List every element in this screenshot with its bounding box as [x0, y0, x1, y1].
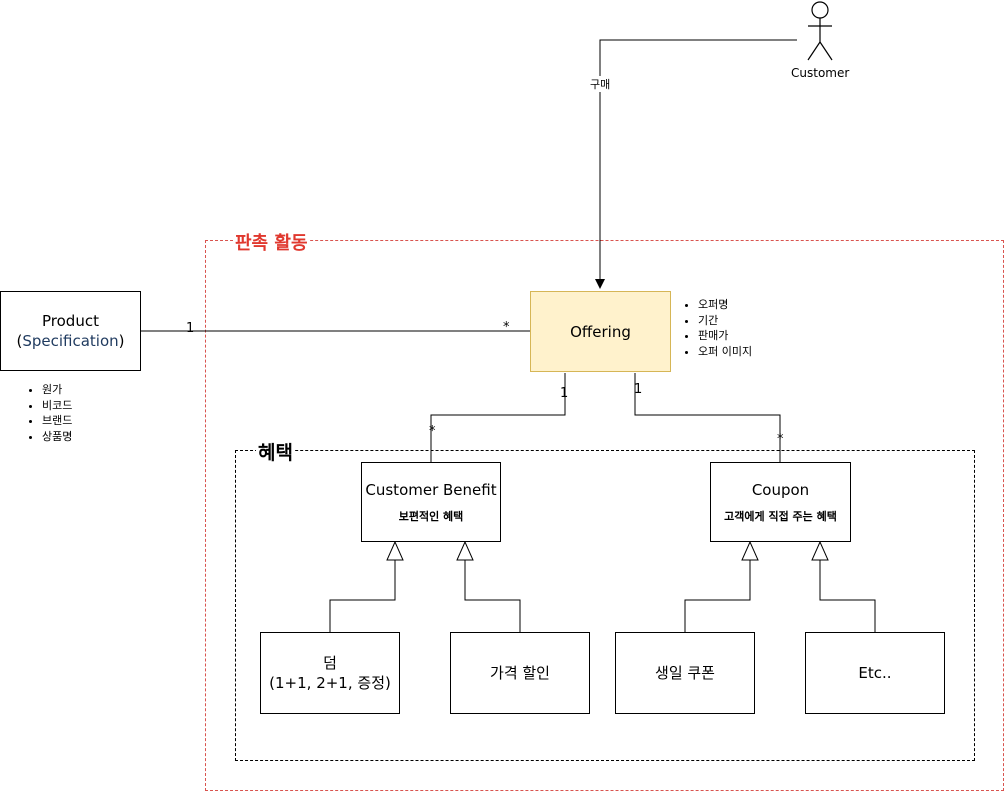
coupon-many-multiplicity: *: [777, 432, 784, 447]
product-side-multiplicity: 1: [186, 321, 195, 336]
coupon-class-box[interactable]: Coupon 고객에게 직접 주는 혜택: [710, 462, 851, 542]
bundle-detail: (1+1, 2+1, 증정): [269, 674, 391, 692]
etc-class-box[interactable]: Etc..: [805, 632, 945, 714]
offering-attribute-item: 판매가: [698, 328, 752, 344]
offering-attribute-item: 오퍼 이미지: [698, 344, 752, 360]
product-spec-line: (Specification): [16, 331, 124, 351]
product-class-box[interactable]: Product (Specification): [0, 291, 141, 371]
birthday-generalization-edge: [684, 560, 751, 632]
offering-attribute-item: 오퍼명: [698, 297, 752, 313]
offering-coupon-edge: [634, 373, 781, 462]
offering-attribute-item: 기간: [698, 313, 752, 329]
birthday-coupon-title: 생일 쿠폰: [655, 664, 715, 682]
coupon-subtitle: 고객에게 직접 주는 혜택: [724, 510, 837, 523]
product-attribute-list: 원가비코드브랜드상품명: [24, 382, 72, 444]
etc-title: Etc..: [858, 664, 892, 682]
product-attribute-item: 원가: [42, 382, 72, 398]
product-spec-open: (: [16, 332, 23, 350]
customer-benefit-title: Customer Benefit: [365, 481, 497, 499]
offering-benefit-one-multiplicity: 1: [560, 386, 569, 401]
offering-class-box[interactable]: Offering: [530, 291, 671, 372]
discount-generalization-triangle-icon: [456, 540, 474, 561]
offering-side-multiplicity: *: [503, 320, 510, 335]
etc-generalization-triangle-icon: [811, 540, 829, 561]
offering-benefit-edge: [430, 373, 566, 462]
bundle-generalization-edge: [329, 560, 396, 632]
customer-actor-label: Customer: [791, 66, 850, 80]
bundle-generalization-triangle-icon: [386, 540, 404, 561]
product-title: Product: [42, 312, 99, 330]
offering-coupon-one-multiplicity: 1: [634, 382, 643, 397]
bundle-class-box[interactable]: 덤 (1+1, 2+1, 증정): [260, 632, 400, 714]
offering-attribute-list: 오퍼명기간판매가오퍼 이미지: [680, 297, 752, 359]
bundle-title: 덤: [323, 654, 337, 672]
purchase-edge-label: 구매: [588, 76, 613, 92]
discount-title: 가격 할인: [490, 664, 550, 682]
customer-benefit-class-box[interactable]: Customer Benefit 보편적인 혜택: [361, 462, 501, 542]
offering-title: Offering: [570, 322, 631, 341]
sales-activity-region: [205, 240, 1004, 791]
product-attribute-item: 비코드: [42, 398, 72, 414]
coupon-title: Coupon: [751, 481, 810, 499]
product-attribute-item: 상품명: [42, 429, 72, 445]
sales-activity-title: 판촉 활동: [233, 229, 310, 255]
birthday-coupon-class-box[interactable]: 생일 쿠폰: [615, 632, 755, 714]
birthday-generalization-triangle-icon: [741, 540, 759, 561]
product-attribute-item: 브랜드: [42, 413, 72, 429]
benefit-region-title: 혜택: [256, 438, 295, 465]
benefit-many-multiplicity: *: [429, 424, 436, 439]
benefit-region: [235, 450, 975, 761]
discount-generalization-edge: [464, 560, 521, 632]
customer-benefit-subtitle: 보편적인 혜택: [398, 510, 464, 523]
etc-generalization-edge: [819, 560, 876, 632]
stick-figure-icon: [807, 1, 833, 61]
discount-class-box[interactable]: 가격 할인: [450, 632, 590, 714]
purchase-edge: [595, 39, 797, 289]
product-spec-text: Specification: [22, 332, 119, 350]
product-spec-close: ): [118, 332, 125, 350]
